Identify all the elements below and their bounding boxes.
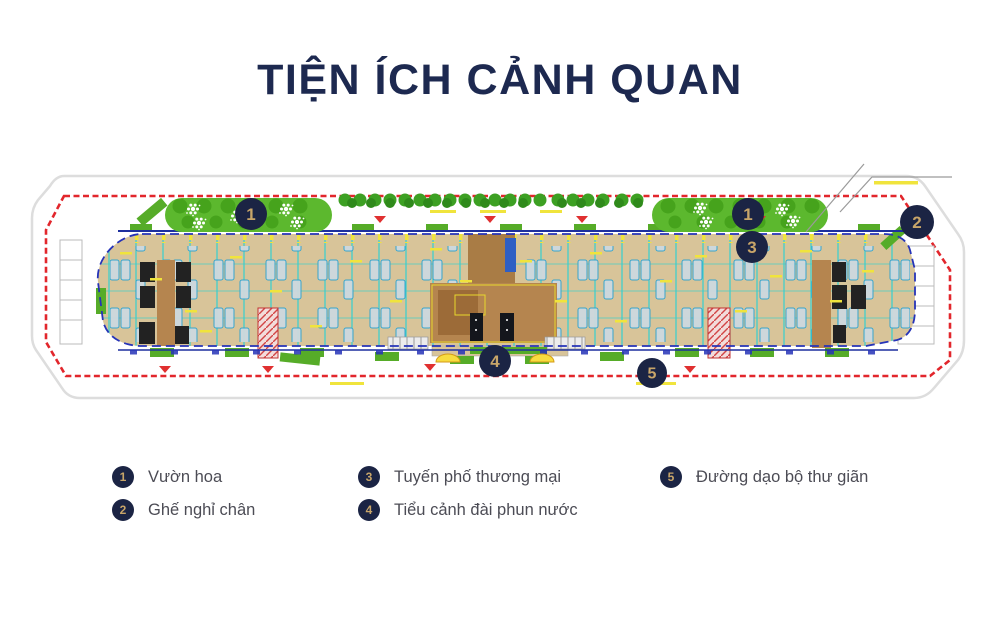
svg-text:2: 2: [912, 213, 921, 232]
legend-item-2: 2 Ghế nghỉ chân: [112, 499, 255, 521]
hedge-row: [338, 193, 652, 208]
callout-lines: [805, 163, 952, 233]
page-title: TIỆN ÍCH CẢNH QUAN: [257, 56, 743, 104]
legend-badge-3: 3: [358, 466, 380, 488]
marker-2: 2: [900, 205, 934, 239]
legend-label-1: Vườn hoa: [148, 467, 223, 486]
left-core: [139, 260, 191, 346]
ramp-left: [257, 307, 279, 359]
legend-label-4: Tiểu cảnh đài phun nước: [394, 500, 578, 519]
marker-4: 4: [479, 345, 511, 377]
svg-text:1: 1: [246, 205, 255, 224]
legend-badge-2: 2: [112, 499, 134, 521]
svg-text:3: 3: [747, 238, 756, 257]
legend-item-3: 3 Tuyến phố thương mại: [358, 466, 561, 488]
svg-text:4: 4: [490, 352, 500, 371]
legend-item-1: 1 Vườn hoa: [112, 466, 222, 488]
marker-3: 3: [736, 231, 768, 263]
marker-1-right: 1: [732, 198, 764, 230]
svg-text:5: 5: [648, 366, 657, 383]
right-core: [812, 260, 866, 348]
entrance-canopies: [435, 353, 555, 363]
legend-badge-1: 1: [112, 466, 134, 488]
svg-text:1: 1: [743, 205, 752, 224]
legend-label-5: Đường dạo bộ thư giãn: [696, 467, 869, 486]
marker-5: 5: [637, 358, 667, 388]
legend-label-3: Tuyến phố thương mại: [394, 467, 562, 486]
legend-item-5: 5 Đường dạo bộ thư giãn: [660, 466, 868, 488]
legend-label-2: Ghế nghỉ chân: [148, 500, 256, 519]
legend-item-4: 4 Tiểu cảnh đài phun nước: [358, 499, 578, 521]
entrance-markers: [159, 216, 766, 373]
legend-badge-5: 5: [660, 466, 682, 488]
legend-badge-4: 4: [358, 499, 380, 521]
marker-1-left: 1: [235, 198, 267, 230]
site-plan: 1 1 2 3 4 5: [30, 163, 966, 400]
center-core: [430, 234, 557, 343]
